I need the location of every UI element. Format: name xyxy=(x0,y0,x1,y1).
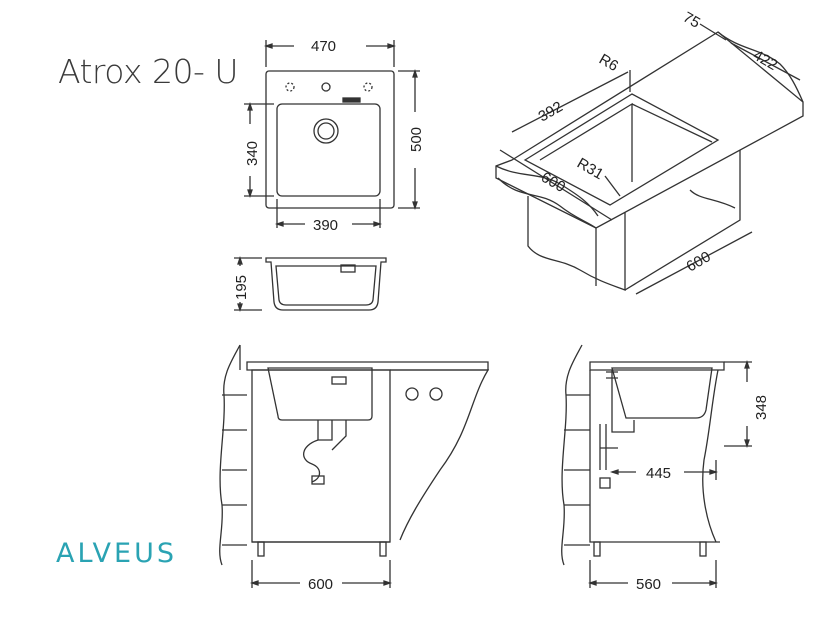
sink-front xyxy=(267,367,373,421)
dim-bowl-height: 340 xyxy=(244,141,261,166)
sink-cutout-iso xyxy=(523,93,720,206)
wall-front xyxy=(219,344,241,566)
isometric-view xyxy=(495,23,804,295)
sink-profile xyxy=(265,257,387,311)
sink-outline-top xyxy=(265,70,395,209)
tap-hole-left xyxy=(285,82,295,92)
dim-side-drain: 445 xyxy=(646,465,671,482)
section-view xyxy=(234,255,387,313)
dim-iso-width: 600 xyxy=(538,169,568,196)
drain-outer-top xyxy=(313,118,339,144)
bowl-outline-top xyxy=(276,103,381,197)
dim-side-cabinet: 560 xyxy=(636,576,661,593)
worktop-front xyxy=(246,361,489,371)
worktop-side xyxy=(589,361,725,371)
overflow-section xyxy=(340,264,356,273)
cabinet-front xyxy=(251,369,391,543)
tap-hole-center xyxy=(321,82,331,92)
dim-iso-cutout: 392 xyxy=(536,98,566,125)
dim-top-height: 500 xyxy=(408,127,425,152)
drain-inner-top xyxy=(317,122,335,140)
dim-side-height: 348 xyxy=(753,395,770,420)
top-view xyxy=(244,40,420,228)
dim-top-width: 470 xyxy=(311,38,336,55)
tap-hole-right xyxy=(363,82,373,92)
side-view xyxy=(561,344,752,588)
dim-iso-flange: 75 xyxy=(680,9,703,32)
wall-side xyxy=(561,344,583,566)
brand-logo: ALVEUS xyxy=(56,538,177,569)
overflow-slot-top xyxy=(342,97,361,103)
dim-depth: 195 xyxy=(233,275,250,300)
dim-iso-radius-small: R6 xyxy=(596,51,621,75)
product-title: Atrox 20- U xyxy=(58,52,239,91)
tap-hole-front-right xyxy=(429,387,443,401)
tap-hole-front-left xyxy=(405,387,419,401)
front-view xyxy=(219,344,490,588)
dim-front-cabinet: 600 xyxy=(308,576,333,593)
dim-bowl-width: 390 xyxy=(313,217,338,234)
sink-side xyxy=(611,367,713,419)
dim-iso-radius-large: R31 xyxy=(574,155,606,183)
